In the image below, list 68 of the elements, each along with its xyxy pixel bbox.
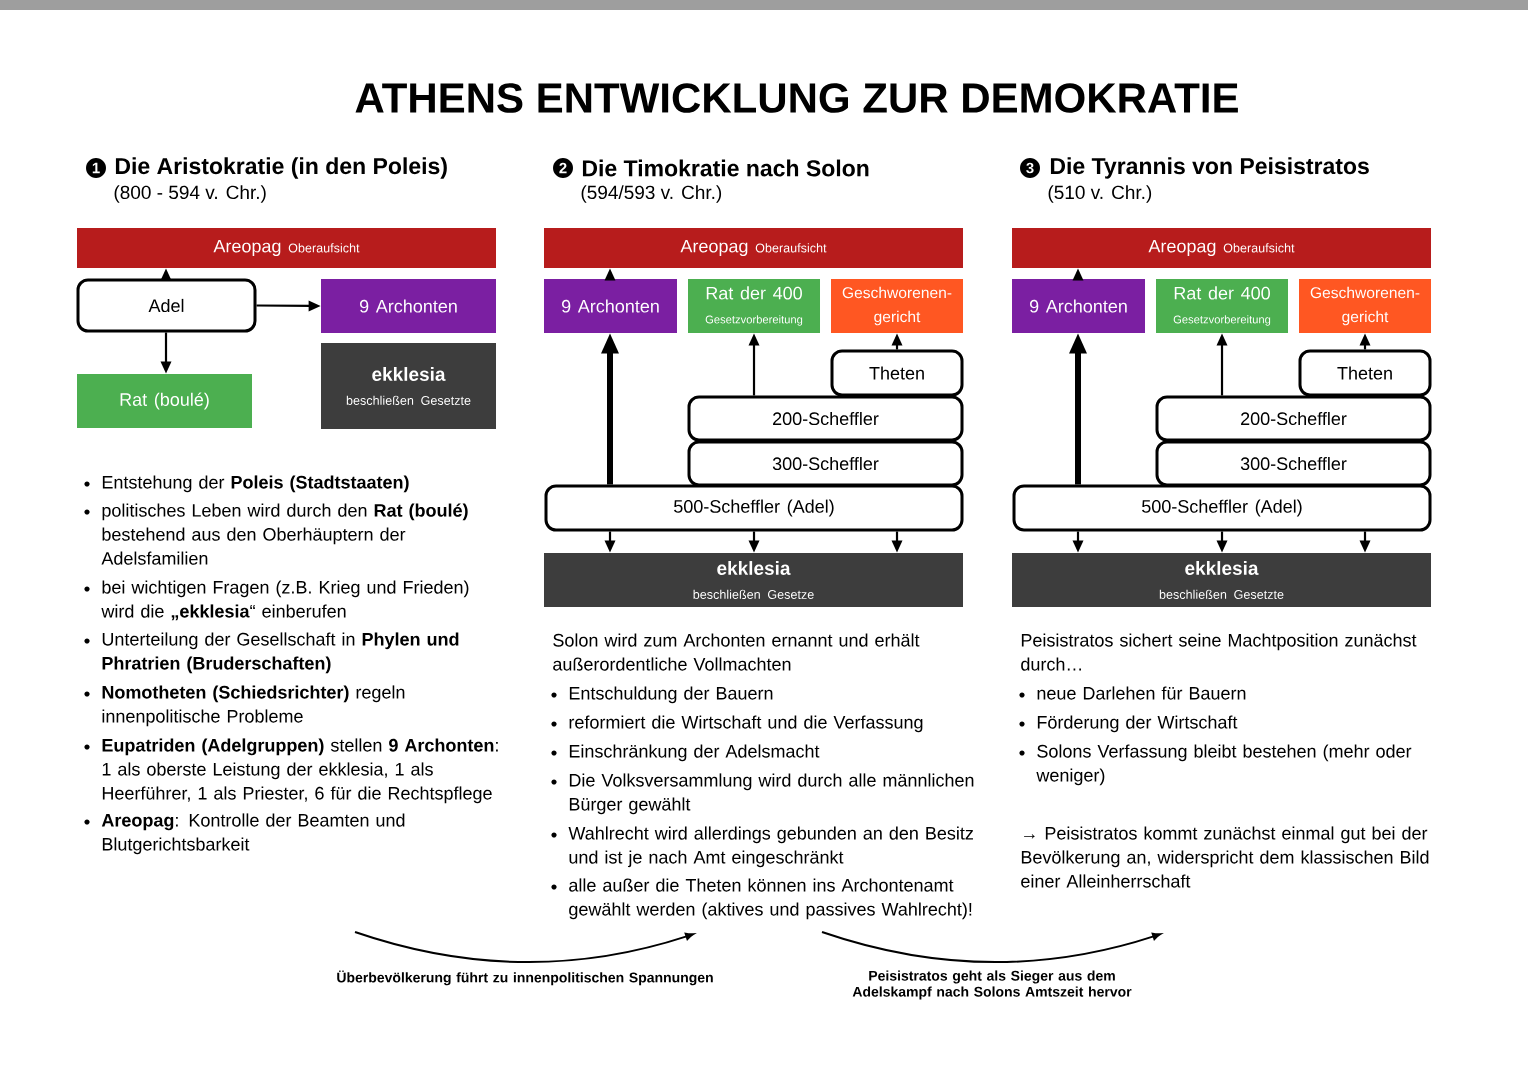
institution-box: 9 Archonten [544, 279, 677, 333]
assembly-box: ekklesia beschließen Gesetze [544, 553, 963, 607]
institution-box: Rat der 400 Gesetzvorbereitung [688, 279, 820, 333]
institution-box: Rat der 400 Gesetzvorbereitung [1156, 279, 1288, 333]
arrow [1069, 333, 1087, 485]
institution-box: 9 Archonten [1012, 279, 1145, 333]
rounded-box: Theten [1298, 349, 1432, 397]
rounded-box: 200-Scheffler [1155, 395, 1432, 442]
bullet-text: Entschuldung der Bauern [569, 686, 773, 704]
bullet-text: bei wichtigen Fragen (z.B. Krieg und Frieden) wird die „ekklesia“ einberufen [101, 580, 469, 621]
bullet-text: Einschränkung der Adelsmacht [569, 744, 820, 762]
institution-box: Geschworenen-gericht [1299, 279, 1431, 333]
council-bar: Areopag Oberaufsicht [1012, 228, 1431, 268]
council-bar: Areopag Oberaufsicht [544, 228, 963, 268]
rounded-box: 300-Scheffler [1155, 440, 1432, 487]
section-heading: Die Tyrannis von Peisistratos [1050, 157, 1369, 179]
bullet-text: alle außer die Theten können ins Archontenamt gewählt werden (aktives und passives Wahlrecht)! [569, 878, 972, 920]
date-range: (594/593 v. Chr.) [581, 185, 722, 203]
assembly-box: ekklesia beschließen Gesetzte [321, 343, 496, 429]
bullet-text: reformiert die Wirtschaft und die Verfassung [569, 715, 923, 733]
institution-box: 9 Archonten [321, 279, 496, 333]
bullet-text: Eupatriden (Adelgruppen) stellen 9 Archonten: 1 als oberste Leistung der ekklesia, 1 als Heerführer, 1 als Priester, 6 für die Rechtspflege [102, 738, 498, 804]
arrow [160, 268, 172, 281]
council-bar: Areopag Oberaufsicht [77, 228, 496, 268]
rounded-box: 300-Scheffler [687, 440, 964, 487]
rounded-box: Theten [830, 349, 964, 397]
rounded-box: 500-Scheffler (Adel) [544, 484, 964, 532]
arrow [1359, 333, 1371, 350]
date-range: (800 - 594 v. Chr.) [114, 185, 266, 203]
section-heading: Die Aristokratie (in den Poleis) [115, 157, 447, 179]
rounded-box: Adel [76, 278, 257, 333]
arrow [891, 531, 903, 553]
arrow [1072, 268, 1084, 281]
callout-number: 1 [86, 158, 106, 178]
rounded-box: 500-Scheffler (Adel) [1012, 484, 1432, 532]
arrow [1359, 531, 1371, 553]
bullet-text: Areopag: Kontrolle der Beamten und Blutgerichtsbarkeit [101, 813, 405, 855]
institution-box: Geschworenen-gericht [831, 279, 963, 333]
callout-number: 2 [553, 158, 573, 178]
arrow [748, 531, 760, 553]
bullet-text: Solons Verfassung bleibt bestehen (mehr oder weniger) [1036, 744, 1412, 786]
rounded-box: 200-Scheffler [687, 395, 964, 442]
arrow [160, 332, 172, 374]
callout-number: 3 [1020, 158, 1040, 178]
arrow [748, 333, 760, 396]
bullet-text: Die Volksversammlung wird durch alle männlichen Bürger gewählt [569, 773, 974, 815]
title: ATHENS ENTWICKLUNG ZUR DEMOKRATIE [355, 83, 1238, 113]
arrow [891, 333, 903, 350]
bullet-text: Unterteilung der Gesellschaft in Phylen und Phratrien (Bruderschaften) [102, 632, 459, 674]
paragraph: Peisistratos sichert seine Machtposition zunächst durch… [1021, 633, 1417, 671]
arrow [256, 300, 321, 312]
transition-note: Überbevölkerung führt zu innenpolitischen Spannungen [337, 970, 713, 986]
arrow [604, 268, 616, 281]
arrow [601, 333, 619, 485]
section-heading: Die Timokratie nach Solon [582, 159, 869, 177]
bullet-text: neue Darlehen für Bauern [1037, 686, 1246, 700]
arrow [604, 531, 616, 553]
paragraph: → Peisistratos kommt zunächst einmal gut bei der Bevölkerung an, widerspricht dem klassischen Bild einer Alleinherrschaft [1021, 826, 1429, 888]
arrow [1216, 333, 1228, 396]
bullet-text: Förderung der Wirtschaft [1037, 715, 1238, 733]
transition-note: Peisistratos geht als Sieger aus dem Adelskampf nach Solons Amtszeit hervor [852, 970, 1132, 1000]
date-range: (510 v. Chr.) [1048, 185, 1152, 203]
paragraph: Solon wird zum Archonten ernannt und erhält außerordentliche Vollmachten [553, 633, 920, 671]
institution-box: Rat (boulé) [77, 374, 252, 428]
arrow [1072, 531, 1084, 553]
arrow [1216, 531, 1228, 553]
assembly-box: ekklesia beschließen Gesetzte [1012, 553, 1431, 607]
bullet-text: Entstehung der Poleis (Stadtstaaten) [102, 475, 409, 493]
